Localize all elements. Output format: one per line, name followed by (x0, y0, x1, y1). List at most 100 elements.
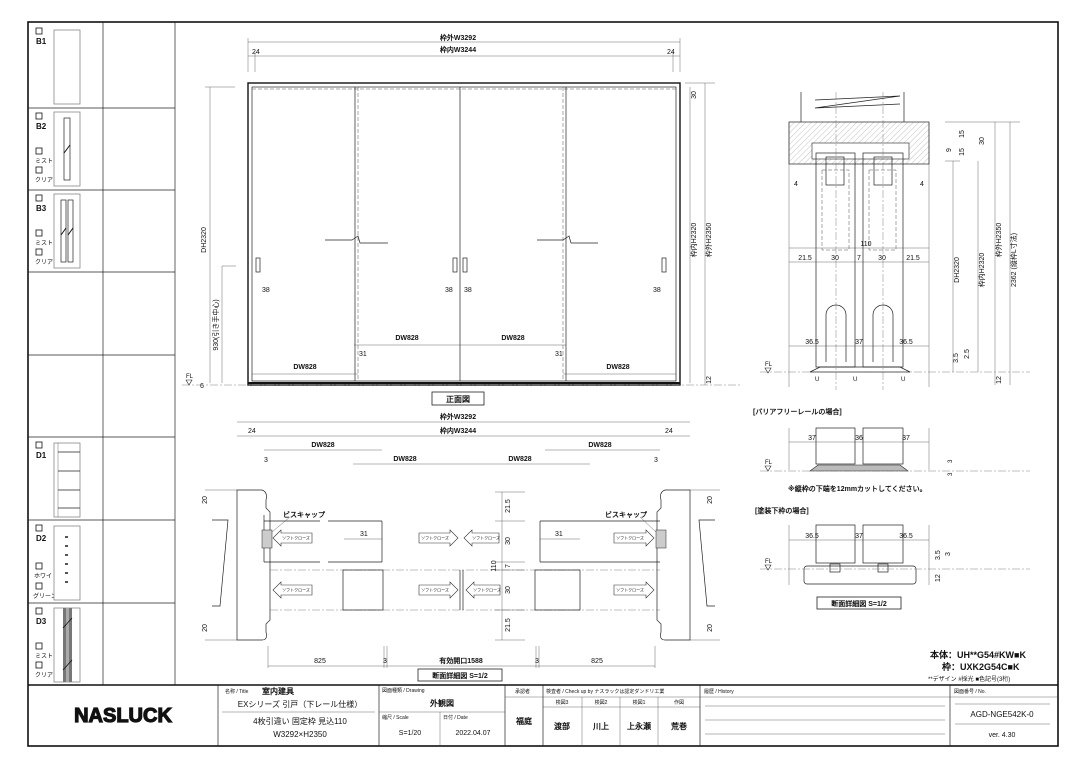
option-label: ミスト (35, 240, 53, 247)
dim-overlap: 31 (555, 351, 563, 358)
option-b2[interactable]: B2 ミスト クリア (35, 111, 81, 187)
soft-close-label: ソフトクローズ (282, 535, 310, 541)
checkbox[interactable] (35, 642, 43, 650)
dim-handle-height: 930(引き手中心) (211, 299, 220, 350)
dim-barrier-free: 37 (902, 435, 910, 442)
checkbox[interactable] (35, 147, 43, 155)
checker-name: 渡部 (554, 721, 570, 731)
dim-rail: 36.5 (899, 339, 913, 346)
soft-close-label: ソフトクローズ (616, 587, 644, 593)
dim-gap: 3 (383, 658, 387, 665)
option-code: B2 (36, 122, 47, 131)
dim-jamb: 20 (707, 624, 714, 632)
dim-gap: 3 (654, 457, 658, 464)
option-d2[interactable]: D2 ホワイト グリーン (33, 524, 81, 601)
dim-handle-offset: 38 (464, 287, 472, 294)
label-screw-cap: ビスキャップ (283, 510, 326, 519)
checkbox[interactable] (35, 607, 43, 615)
dim-painted-sill: 36.5 (805, 533, 819, 540)
dim-gap: 3 (264, 457, 268, 464)
soft-close-label: ソフトクローズ (282, 587, 310, 593)
dim-side-clear: 4 (920, 181, 924, 188)
checkbox[interactable] (35, 562, 43, 570)
dim-leaf-width: 825 (591, 658, 603, 665)
dim-inner-height: 枠内H2320 (977, 253, 986, 288)
checkbox[interactable] (35, 582, 43, 590)
rail-foot-icon: U (815, 377, 819, 383)
label-screw-cap: ビスキャップ (605, 510, 648, 519)
product-codes: 本体：UH**G54#KW■K 枠：UXK2G54C■K **デザイン #採光 … (928, 649, 1026, 683)
view-title-plan: 断面詳細図 S=1/2 (432, 671, 488, 680)
dim-depth-total: 110 (491, 560, 498, 571)
soft-close-arrow-icon: ソフトクローズ (272, 529, 313, 547)
checkbox[interactable] (35, 27, 43, 35)
dim-outer-width: 枠外W3292 (440, 412, 476, 421)
dim-gap: 3 (535, 658, 539, 665)
rail-foot-icon: U (901, 377, 905, 383)
dim-painted-height: 3 (945, 552, 952, 556)
heading-painted-sill: [塗装下枠の場合] (755, 506, 809, 515)
checker-name: 川上 (592, 721, 609, 731)
nasluck-logo: NASLUCK (74, 704, 174, 727)
code-legend: **デザイン #採光 ■色記号(3桁) (928, 675, 1010, 683)
date-label: 日付 / Date (443, 714, 468, 721)
option-d3[interactable]: D3 ミスト クリア (35, 607, 81, 683)
dim-opening: 有効開口1588 (439, 656, 483, 665)
option-b3[interactable]: B3 ミスト クリア (35, 193, 81, 269)
option-label: クリア (35, 672, 53, 679)
dim-outer-width: 枠外W3292 (440, 33, 476, 42)
frame-code: 枠：UXK2G54C■K (941, 661, 1020, 672)
checkbox[interactable] (35, 229, 43, 237)
dim-handle-offset: 38 (262, 287, 270, 294)
logo-text: NASLUCK (74, 705, 172, 727)
dim-depth: 30 (878, 255, 886, 262)
dim-side-gap: 24 (248, 428, 256, 435)
soft-close-arrow-icon: ソフトクローズ (465, 581, 501, 599)
option-label: グリーン (33, 592, 57, 600)
dim-side-gap: 24 (667, 49, 675, 56)
dim-inner-width: 枠内W3244 (440, 45, 476, 54)
checkbox[interactable] (35, 524, 43, 532)
soft-close-arrow-icon: ソフトクローズ (418, 529, 459, 547)
checkbox[interactable] (35, 112, 43, 120)
checker-name: 荒巻 (670, 721, 687, 731)
soft-close-label: ソフトクローズ (472, 535, 500, 541)
title-line2: EXシリーズ 引戸（下レール仕様） (238, 699, 363, 709)
soft-close-label: ソフトクローズ (473, 587, 501, 593)
number-label: 図面番号 / No. (954, 688, 986, 695)
option-label: ミスト (35, 158, 53, 165)
checkbox[interactable] (35, 194, 43, 202)
dim-rail: 37 (855, 339, 863, 346)
dim-painted-sill: 37 (855, 533, 863, 540)
d3-panel-icon (53, 607, 81, 683)
option-label: クリア (35, 259, 53, 266)
checkbox[interactable] (35, 248, 43, 256)
dim-floor-gap: 6 (200, 383, 204, 390)
dim-jamb: 20 (707, 496, 714, 504)
dim-door-width: DW828 (501, 335, 524, 342)
b1-panel-icon (53, 29, 81, 105)
dim-door-width: DW828 (588, 442, 611, 449)
checker-name: 上永瀬 (627, 721, 651, 731)
dim-door-width: DW828 (311, 442, 334, 449)
checkbox[interactable] (35, 661, 43, 669)
dim-depth: 7 (857, 255, 861, 262)
drawing-label: 図面種類 / Drawing (382, 687, 425, 694)
option-code: B1 (36, 37, 47, 46)
dim-bottom: 2.5 (964, 349, 971, 359)
door-handle-icon (255, 257, 667, 273)
check-label: 検査者 / Check up by ナスラックは認定ダンドリエ業 (546, 688, 664, 695)
checkbox[interactable] (35, 441, 43, 449)
dim-depth: 30 (505, 586, 512, 594)
option-b1[interactable]: B1 (35, 27, 81, 105)
option-code: B3 (36, 204, 47, 213)
dim-painted-height: 3.5 (935, 550, 942, 560)
option-d1[interactable]: D1 (35, 441, 81, 518)
dim-painted-sill: 36.5 (899, 533, 913, 540)
dim-overlap: 31 (555, 531, 563, 538)
check-col: 検図2 (595, 699, 608, 706)
soft-close-label: ソフトクローズ (421, 535, 449, 541)
dim-barrier-rail: 3 (948, 472, 954, 476)
dim-barrier-free: 36 (855, 435, 863, 442)
checkbox[interactable] (35, 166, 43, 174)
